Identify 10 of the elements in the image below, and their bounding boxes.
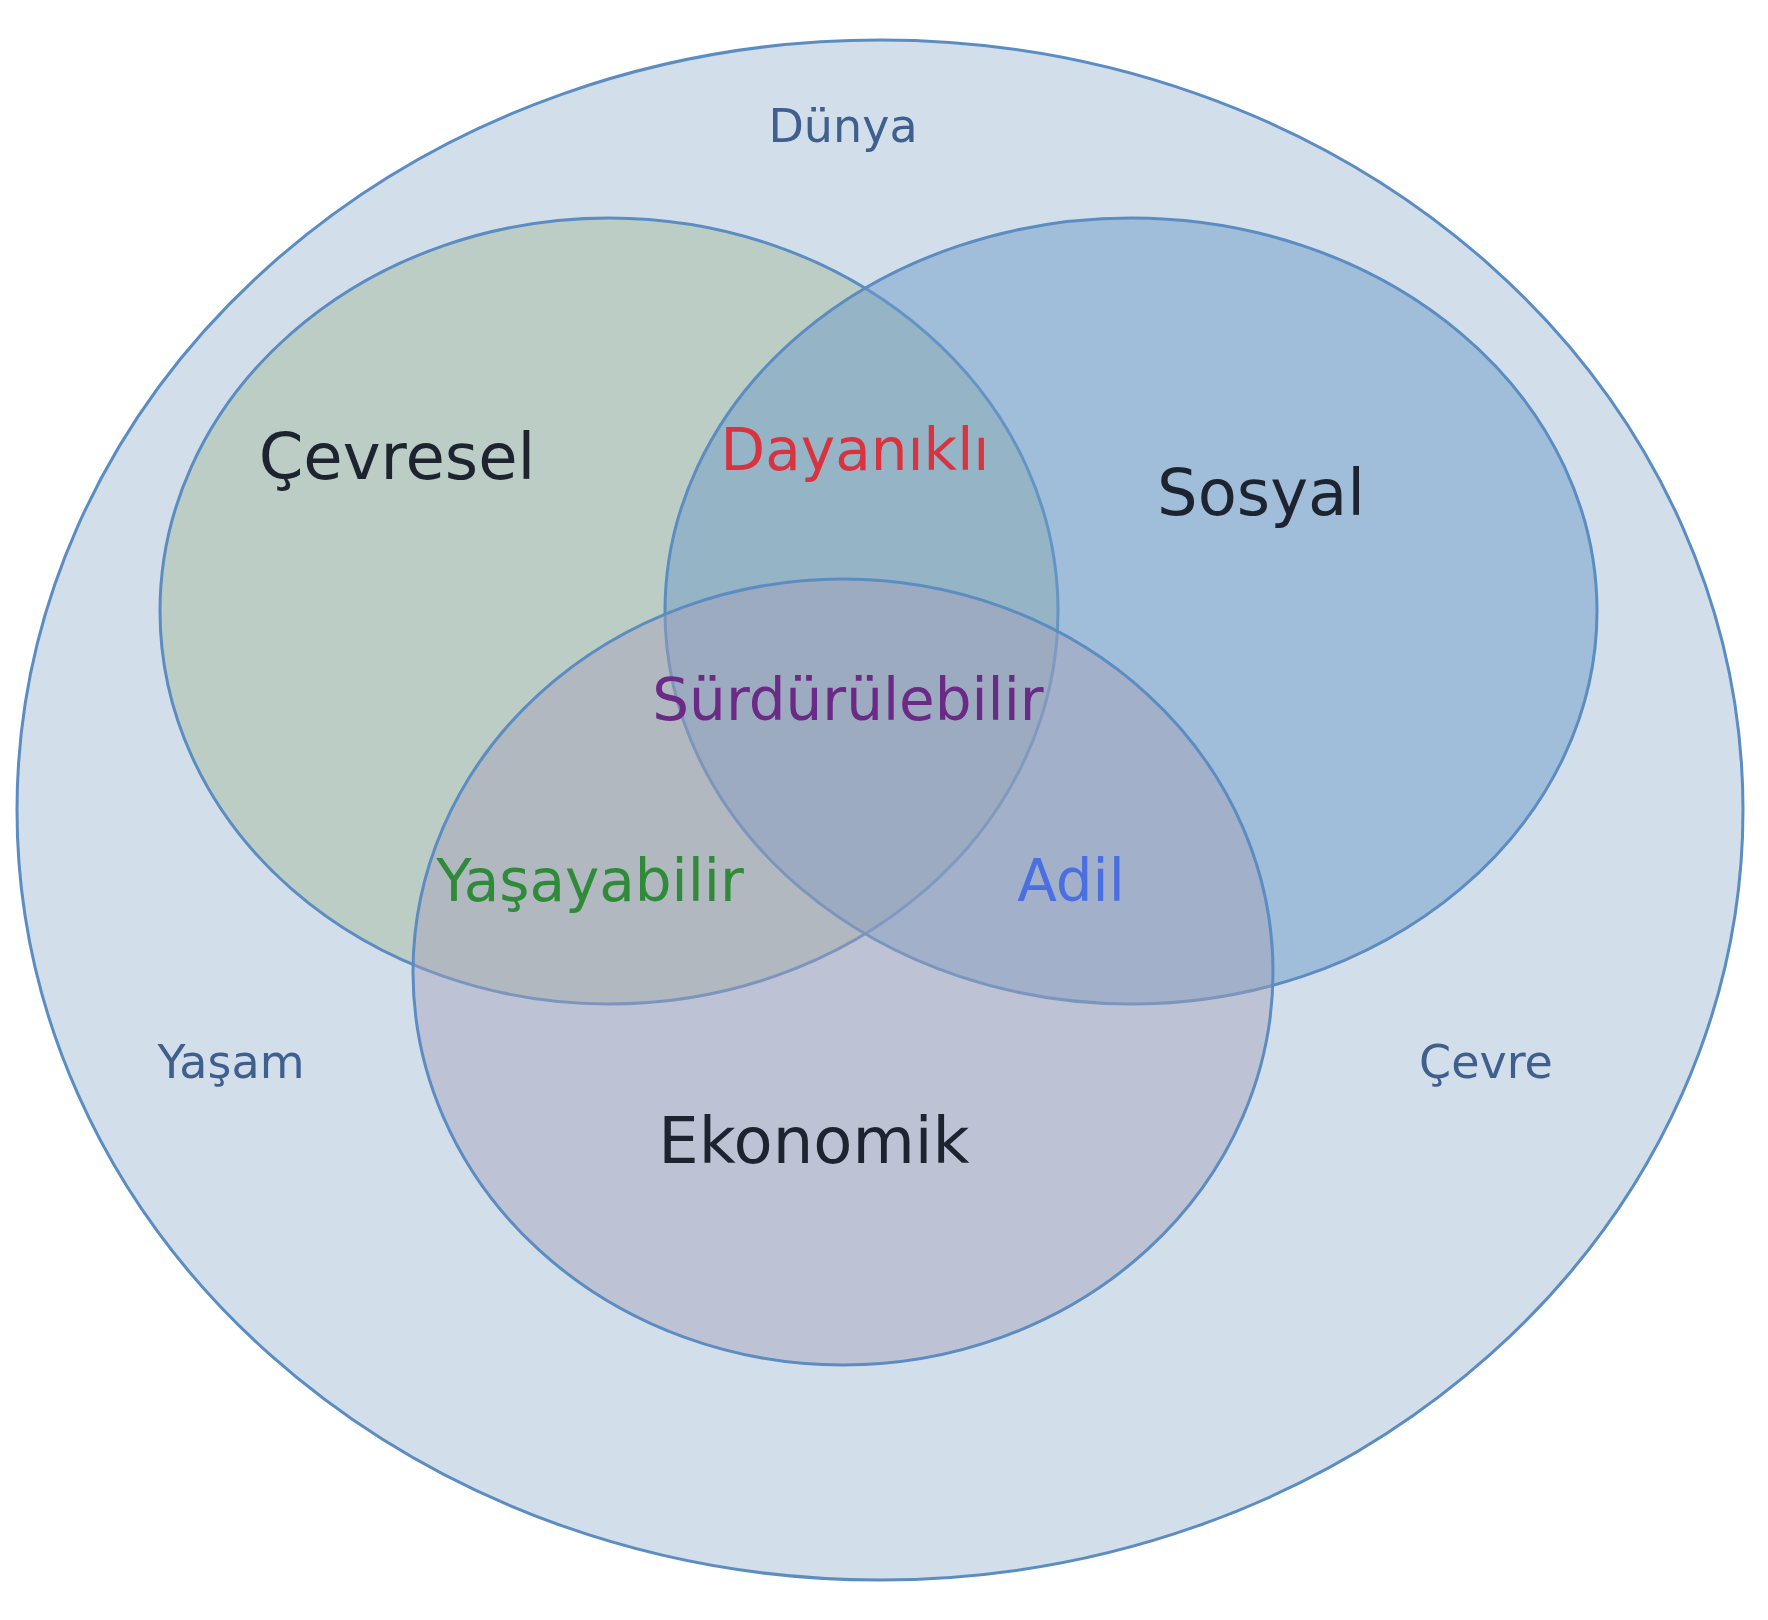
set-label: Çevresel <box>258 421 536 493</box>
set-label: Sosyal <box>1157 457 1365 529</box>
overlap-label: Dayanıklı <box>720 419 990 483</box>
region-label: Yaşam <box>157 1036 305 1088</box>
overlap-label: Adil <box>1017 850 1125 914</box>
overlap-label: Sürdürülebilir <box>652 669 1044 733</box>
region-label: Dünya <box>768 100 918 152</box>
set-label: Ekonomik <box>658 1105 970 1177</box>
region-label: Çevre <box>1419 1036 1553 1088</box>
overlap-label: Yaşayabilir <box>436 850 744 914</box>
